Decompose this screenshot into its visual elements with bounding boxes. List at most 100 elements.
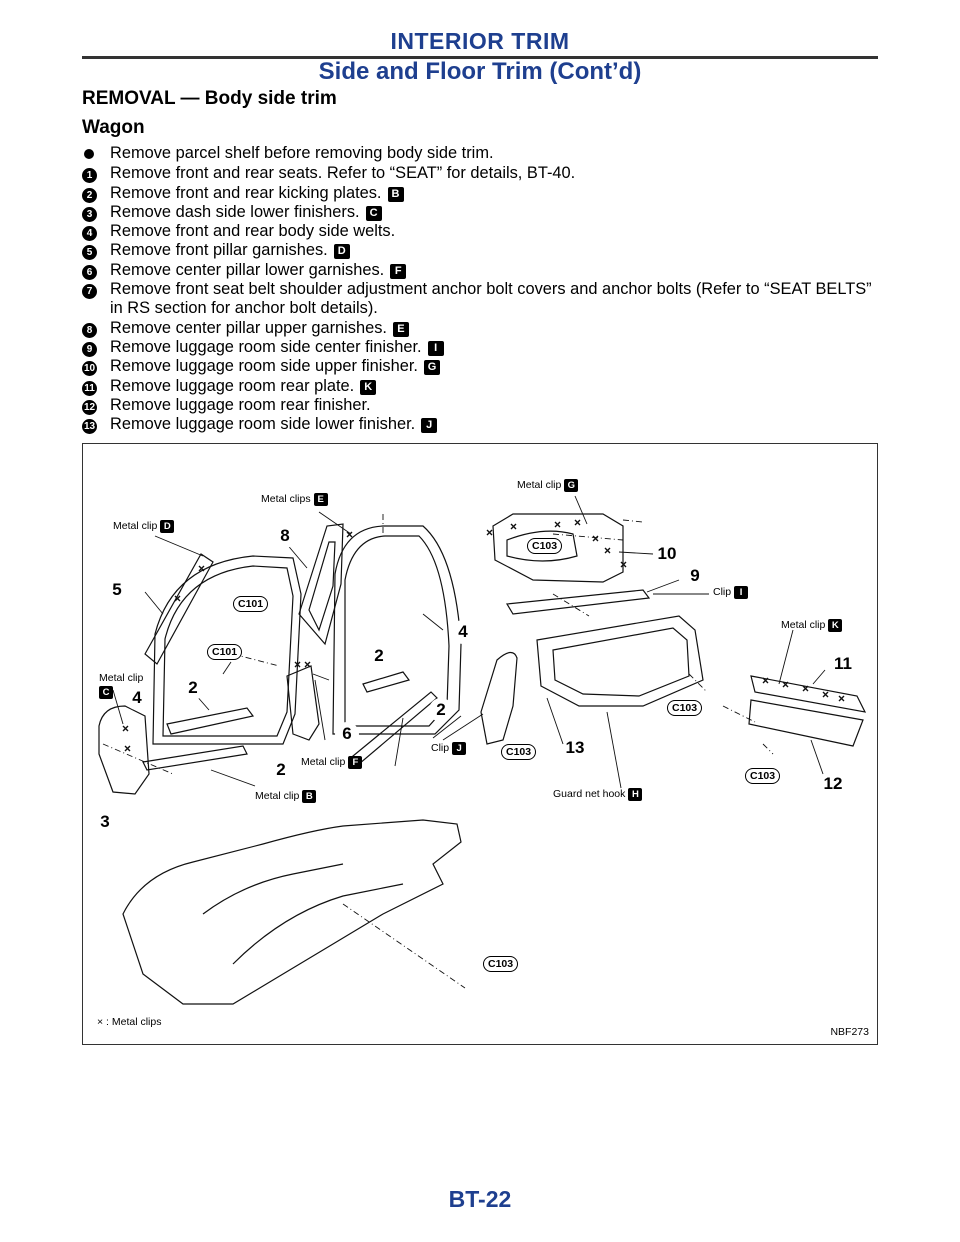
callout-8: 8: [273, 524, 297, 548]
step-number-icon: 2: [82, 184, 110, 203]
step-number: 5: [82, 245, 97, 261]
figure-id: NBF273: [830, 1026, 869, 1038]
connector-c103-finisher: C103: [745, 768, 781, 784]
step-text: Remove parcel shelf before removing body…: [110, 144, 494, 162]
step-text-block: Remove center pillar lower garnishes.F: [110, 261, 882, 280]
step-text: Remove luggage room side lower finisher.: [110, 415, 416, 434]
step-list: Remove parcel shelf before removing body…: [82, 144, 882, 435]
step-number: 3: [82, 206, 97, 222]
step-text-block: in RS section for anchor bolt details).: [110, 299, 882, 318]
connector-c101-pillar: C101: [233, 596, 269, 612]
step-item: 1 Remove front and rear seats. Refer to “…: [82, 164, 882, 184]
label-guard-net-hook: Guard net hook: [553, 788, 626, 800]
step-item: 11 Remove luggage room rear plate.K: [82, 377, 882, 396]
step-number-icon: 10: [82, 357, 110, 377]
step-number: 11: [82, 380, 97, 396]
step-text: Remove center pillar lower garnishes.: [110, 260, 385, 279]
label-metal-clip-c: Metal clip: [99, 672, 144, 684]
step-text-block: Remove luggage room side upper finisher.…: [110, 357, 882, 376]
step-text: Remove luggage room rear plate.: [110, 376, 355, 395]
luggage-lower-finisher-part: [480, 651, 518, 745]
step-item: Remove parcel shelf before removing body…: [82, 144, 882, 164]
tag-f-icon: F: [348, 756, 363, 769]
step-number: 1: [82, 168, 97, 184]
label-metal-clips-e: Metal clips: [261, 493, 311, 505]
step-number-icon: 8: [82, 319, 110, 338]
tag-h-icon: H: [628, 788, 643, 801]
step-text: Remove front and rear kicking plates.: [110, 183, 382, 202]
callout-6: 6: [335, 722, 359, 746]
callout-4-front: 4: [125, 686, 149, 710]
callout-3: 3: [93, 810, 117, 834]
figure-reference-tag: C: [365, 205, 382, 221]
callout-10: 10: [655, 542, 679, 566]
step-number-icon: 7: [82, 280, 110, 300]
step-text: Remove luggage room rear finisher.: [110, 395, 371, 414]
step-number: 12: [82, 399, 97, 415]
step-text-block: Remove dash side lower finishers.C: [110, 203, 882, 222]
rear-kicking-plate-part: [362, 671, 411, 693]
step-item: 2 Remove front and rear kicking plates.B: [82, 184, 882, 203]
label-clip-j: Clip: [431, 742, 450, 754]
label-metal-clip-b: Metal clip: [255, 790, 300, 802]
callout-2-front: 2: [181, 676, 205, 700]
step-text: Remove front and rear seats. Refer to “S…: [110, 164, 576, 183]
figure-reference-tag: J: [421, 418, 438, 434]
label-metal-clip-g: Metal clip: [517, 479, 562, 491]
tag-i-icon: I: [734, 586, 749, 599]
center-pillar-upper-part: [298, 523, 344, 646]
step-text-block: Remove front pillar garnishes. D: [110, 241, 882, 260]
step-text: Remove front pillar garnishes.: [110, 241, 328, 260]
step-text-block: Remove front seat belt shoulder adjustme…: [110, 280, 882, 299]
luggage-upper-finisher-part: [492, 513, 624, 583]
step-number: 2: [82, 187, 97, 203]
callout-2-rear: 2: [367, 644, 391, 668]
figure-reference-tag: D: [333, 244, 350, 260]
step-text: in RS section for anchor bolt details).: [110, 299, 378, 318]
step-item: 7 Remove front seat belt shoulder adjustm…: [82, 280, 882, 300]
front-pillar-garnish-part: [144, 553, 214, 665]
tag-e-icon: E: [313, 493, 328, 506]
callout-2-lower: 2: [269, 758, 293, 782]
step-number-icon: 3: [82, 203, 110, 222]
rear-finisher-part: [748, 699, 864, 747]
label-metal-clip-f: Metal clip: [301, 756, 346, 768]
step-item: 3 Remove dash side lower finishers.C: [82, 203, 882, 222]
step-item: in RS section for anchor bolt details).: [82, 299, 882, 318]
step-number: 7: [82, 284, 97, 300]
step-number-icon: 4: [82, 222, 110, 242]
figure-reference-tag: I: [427, 340, 444, 356]
tag-c-icon: C: [99, 686, 113, 699]
figure-legend: × : Metal clips: [97, 1016, 162, 1028]
step-text-block: Remove parcel shelf before removing body…: [110, 144, 882, 163]
step-number: 6: [82, 264, 97, 280]
step-text-block: Remove luggage room side center finisher…: [110, 338, 882, 357]
step-number: 9: [82, 341, 97, 357]
callout-11: 11: [831, 652, 855, 676]
step-text-block: Remove front and rear kicking plates.B: [110, 184, 882, 203]
step-item: 6 Remove center pillar lower garnishes.F: [82, 261, 882, 280]
dash-side-finisher-part: [98, 705, 150, 795]
tag-b-icon: B: [302, 790, 317, 803]
page-title: Side and Floor Trim (Cont’d): [318, 58, 642, 85]
step-item: 5 Remove front pillar garnishes. D: [82, 241, 882, 261]
front-kicking-plate-part: [166, 707, 255, 735]
center-pillar-lower-part: [286, 665, 320, 741]
bullet-dot-icon: [84, 149, 94, 159]
tag-j-icon: J: [452, 742, 467, 755]
procedure-subheading: Wagon: [82, 117, 145, 138]
step-text: Remove luggage room side center finisher…: [110, 337, 422, 356]
step-item: 9 Remove luggage room side center finishe…: [82, 338, 882, 357]
tag-g-icon: G: [564, 479, 579, 492]
step-number-icon: 1: [82, 164, 110, 184]
step-text-block: Remove luggage room rear plate.K: [110, 377, 882, 396]
step-text: Remove luggage room side upper finisher.: [110, 357, 418, 376]
section-title: INTERIOR TRIM: [390, 28, 570, 54]
step-text-block: Remove luggage room side lower finisher.…: [110, 415, 882, 434]
rear-plate-part: [750, 675, 867, 713]
step-text: Remove front and rear body side welts.: [110, 222, 396, 241]
